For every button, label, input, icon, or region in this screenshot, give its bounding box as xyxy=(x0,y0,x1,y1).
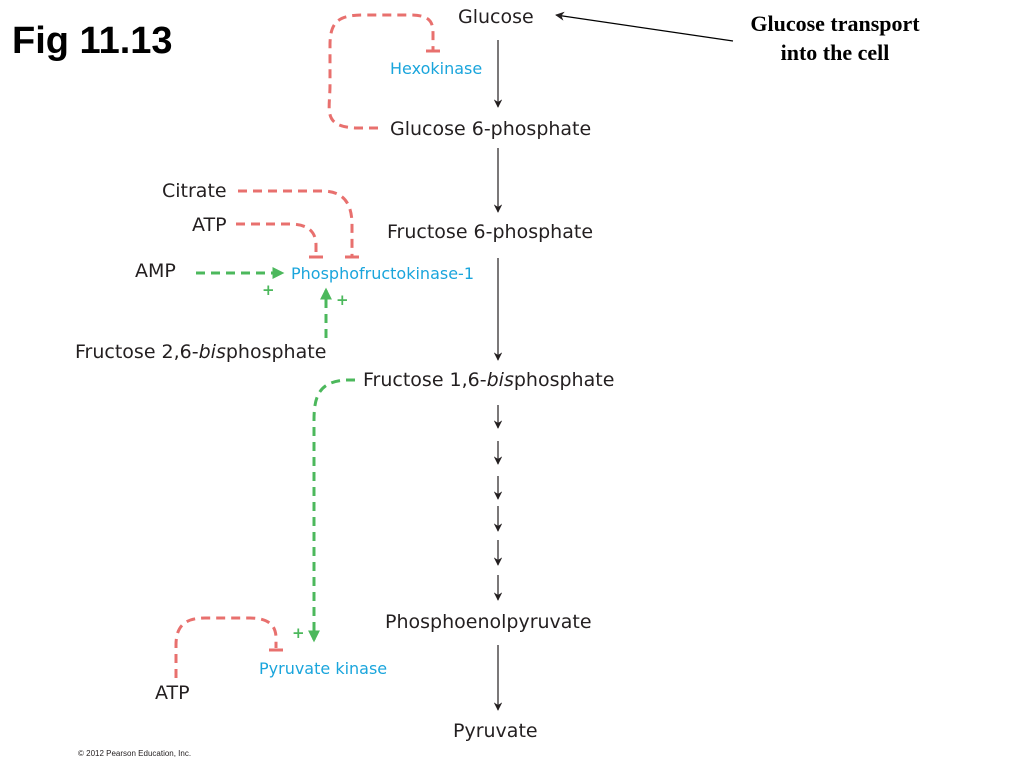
activation-sign-f16bp: + xyxy=(292,624,305,642)
inhibition-line-citrate xyxy=(238,189,354,256)
callout-line-1: Glucose transport xyxy=(750,11,920,36)
effector-atp-pk: ATP xyxy=(155,682,190,704)
effector-amp: AMP xyxy=(135,260,176,282)
effector-fructose-2-6-bisphosphate: Fructose 2,6-bisphosphate xyxy=(75,341,327,363)
activation-line-f16bp xyxy=(308,378,355,643)
figure-label: Fig 11.13 xyxy=(12,20,173,62)
metabolite-phosphoenolpyruvate: Phosphoenolpyruvate xyxy=(385,611,592,633)
metabolite-glucose: Glucose xyxy=(458,6,534,28)
activation-sign-amp: + xyxy=(262,281,275,299)
inhibition-loop-atp-pk xyxy=(174,616,278,678)
callout-text: Glucose transport into the cell xyxy=(720,9,950,67)
metabolite-fructose-6-phosphate: Fructose 6-phosphate xyxy=(387,221,594,243)
enzyme-phosphofructokinase-1: Phosphofructokinase-1 xyxy=(291,264,474,283)
inhibition-line-atp-pfk xyxy=(236,222,318,256)
metabolite-glucose-6-phosphate: Glucose 6-phosphate xyxy=(390,118,592,140)
metabolite-fructose-1-6-bisphosphate: Fructose 1,6-bisphosphate xyxy=(363,369,615,391)
effector-citrate: Citrate xyxy=(162,180,227,202)
callout-line-2: into the cell xyxy=(780,40,890,65)
activation-sign-f26bp: + xyxy=(336,291,349,309)
metabolite-pyruvate: Pyruvate xyxy=(453,720,538,742)
inhibition-loop-hexokinase xyxy=(327,13,435,130)
enzyme-hexokinase: Hexokinase xyxy=(390,59,483,78)
copyright-notice: © 2012 Pearson Education, Inc. xyxy=(78,749,192,758)
enzyme-pyruvate-kinase: Pyruvate kinase xyxy=(259,659,388,678)
callout-arrow xyxy=(555,11,734,42)
effector-atp-pfk: ATP xyxy=(192,214,227,236)
